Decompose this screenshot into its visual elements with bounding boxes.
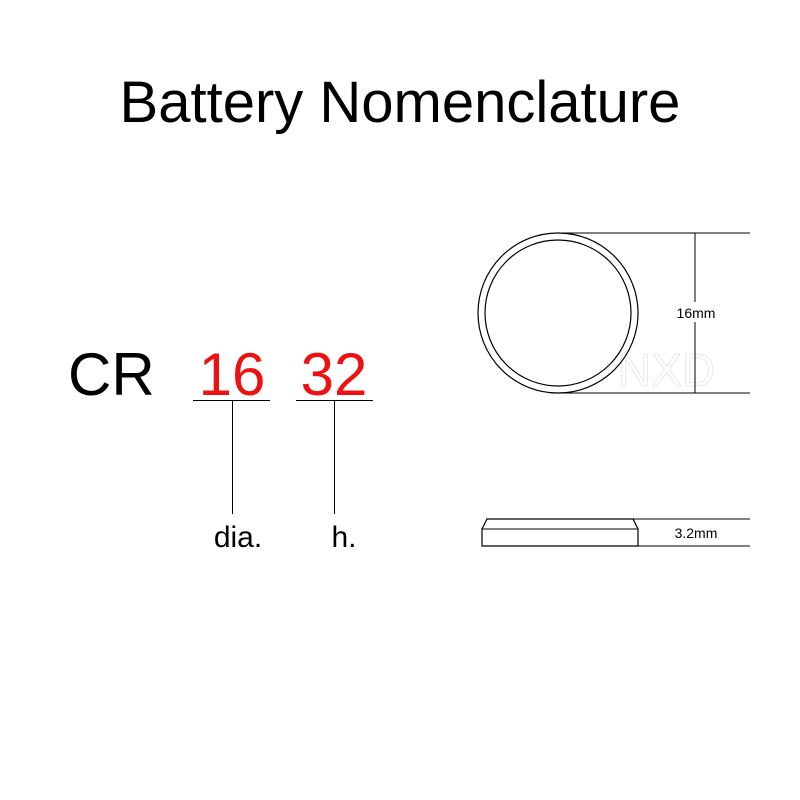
- diameter-leader-line: [232, 400, 233, 514]
- chemistry-code: CR: [68, 341, 155, 408]
- diameter-digits-underline: [193, 400, 270, 401]
- height-value: 3.2mm: [675, 525, 718, 541]
- diameter-dimension: 16mm: [558, 232, 750, 394]
- battery-side-profile: [481, 518, 639, 547]
- battery-side-view: [481, 518, 639, 547]
- diagram-title: Battery Nomenclature: [119, 70, 681, 135]
- diameter-text-backdrop: [666, 302, 724, 322]
- height-digits: 32: [300, 341, 368, 408]
- battery-outer-rim: [477, 232, 639, 394]
- battery-top-view: [477, 232, 639, 394]
- diameter-digits: 16: [198, 341, 266, 408]
- height-label: h.: [331, 521, 357, 554]
- height-dimension: 3.2mm: [633, 518, 750, 547]
- diameter-value: 16mm: [677, 305, 716, 321]
- watermark-text: NXD: [618, 344, 715, 396]
- diameter-label: dia.: [213, 521, 263, 554]
- battery-inner-rim: [484, 239, 632, 387]
- height-leader-line: [334, 400, 335, 514]
